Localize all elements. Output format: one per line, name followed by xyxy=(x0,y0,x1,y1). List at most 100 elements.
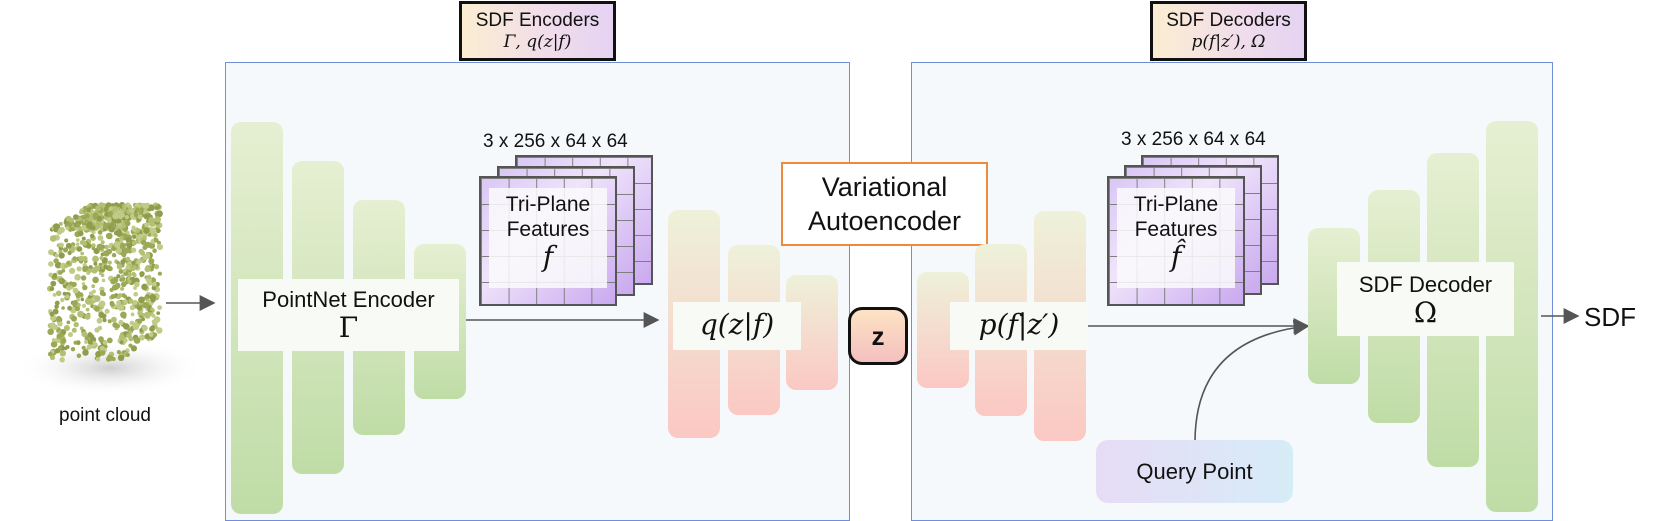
point-cloud-dot xyxy=(86,344,93,350)
point-cloud-dot xyxy=(116,350,121,355)
sdf-output-label: SDF xyxy=(1584,302,1636,332)
decoder-triplane-dims: 3 x 256 x 64 x 64 xyxy=(1121,129,1266,150)
point-cloud-dot xyxy=(77,310,84,318)
point-cloud-dot xyxy=(81,282,86,286)
point-cloud-dot xyxy=(80,297,85,302)
point-cloud-dot xyxy=(70,347,76,352)
point-cloud-dot xyxy=(124,299,128,304)
point-cloud-dot xyxy=(125,237,132,243)
point-cloud-dot xyxy=(92,255,99,263)
point-cloud-dot xyxy=(49,322,56,329)
encoder-triplane-line2: Features xyxy=(506,218,590,241)
point-cloud-dot xyxy=(157,271,162,276)
point-cloud-dot xyxy=(131,247,137,253)
point-cloud-dot xyxy=(60,337,67,344)
point-cloud-dot xyxy=(64,294,70,299)
point-cloud-dot xyxy=(157,305,163,310)
point-cloud-dot xyxy=(81,224,87,231)
point-cloud-dot xyxy=(82,303,86,308)
point-cloud-dot xyxy=(120,259,126,265)
point-cloud-dot xyxy=(72,287,79,294)
point-cloud-dot xyxy=(89,233,95,239)
decoder-triplane-line1: Tri-Plane xyxy=(1133,193,1219,216)
point-cloud-dot xyxy=(60,297,65,303)
point-cloud-dot xyxy=(84,213,90,219)
point-cloud-dot xyxy=(68,217,74,223)
point-cloud-dot xyxy=(107,319,112,324)
point-cloud-dot xyxy=(98,336,104,342)
point-cloud-dot xyxy=(149,294,157,301)
point-cloud-dot xyxy=(125,265,131,270)
point-cloud-dot xyxy=(118,334,125,341)
sdf-decoders-header: SDF Decoders p(f|z′), Ω xyxy=(1150,1,1307,61)
point-cloud-dot xyxy=(65,226,70,231)
point-cloud-dot xyxy=(92,276,99,284)
point-cloud-dot xyxy=(69,281,73,286)
point-cloud-dot xyxy=(153,325,158,330)
point-cloud-dot xyxy=(54,304,59,309)
point-cloud-dot xyxy=(52,293,57,297)
point-cloud-dot xyxy=(156,327,163,334)
point-cloud-dot xyxy=(71,301,76,306)
point-cloud-dot xyxy=(71,327,77,333)
point-cloud-dot xyxy=(58,278,63,283)
point-cloud-dot xyxy=(106,337,113,344)
point-cloud-dot xyxy=(119,242,126,249)
sdf-decoder-title: SDF Decoder xyxy=(1358,272,1493,297)
point-cloud-dot xyxy=(81,236,86,241)
pointnet-encoder-label: PointNet Encoder Γ xyxy=(238,279,459,351)
sdf-decoders-title: SDF Decoders xyxy=(1166,10,1291,31)
decoder-triplane-symbol: f̂ xyxy=(1170,240,1182,273)
point-cloud-dot xyxy=(96,206,102,211)
point-cloud-dot xyxy=(119,340,124,345)
point-cloud-dot xyxy=(77,230,84,237)
point-cloud-dot xyxy=(156,223,161,229)
point-cloud-dot xyxy=(130,345,137,352)
point-cloud-dot xyxy=(62,247,69,253)
point-cloud-dot xyxy=(103,264,108,270)
pointnet-encoder-symbol: Γ xyxy=(338,311,359,344)
point-cloud-dot xyxy=(54,300,60,306)
point-cloud-dot xyxy=(150,307,154,312)
point-cloud-dot xyxy=(85,307,90,312)
point-cloud-dot xyxy=(66,320,71,325)
point-cloud-dot xyxy=(140,239,147,246)
point-cloud-dot xyxy=(106,232,113,240)
encoder-triplane-symbol: f xyxy=(542,240,554,273)
point-cloud-dot xyxy=(76,297,81,302)
point-cloud-dot xyxy=(59,350,66,357)
point-cloud-dot xyxy=(58,221,63,226)
point-cloud-dot xyxy=(99,350,106,356)
point-cloud-dot xyxy=(140,258,145,263)
point-cloud-dot xyxy=(53,258,59,264)
point-cloud-dot xyxy=(102,340,108,345)
point-cloud-dot xyxy=(82,284,88,291)
point-cloud-dot xyxy=(93,295,101,302)
point-cloud-dot xyxy=(111,208,117,213)
point-cloud-dot xyxy=(110,294,116,300)
point-cloud-dot xyxy=(117,223,122,227)
point-cloud-dot xyxy=(47,351,53,357)
point-cloud-dot xyxy=(106,217,112,223)
point-cloud-dot xyxy=(54,253,59,258)
point-cloud-dot xyxy=(78,255,84,261)
point-cloud-dot xyxy=(131,227,137,232)
point-cloud-dot xyxy=(72,256,77,261)
point-cloud-dot xyxy=(144,253,151,259)
point-cloud-dot xyxy=(121,252,127,258)
point-cloud-dot xyxy=(76,238,80,242)
point-cloud-dot xyxy=(71,315,77,322)
encoder-triplane-label: Tri-Plane Features f xyxy=(489,188,607,288)
point-cloud-dot xyxy=(119,235,124,240)
point-cloud-dot xyxy=(79,240,85,245)
point-cloud-dot xyxy=(50,341,58,348)
point-cloud-dot xyxy=(91,230,96,234)
point-cloud-image xyxy=(15,202,205,396)
point-cloud-dot xyxy=(148,217,155,224)
point-cloud-dot xyxy=(58,270,63,275)
point-cloud-dot xyxy=(73,321,79,328)
point-cloud-dot xyxy=(120,222,127,229)
point-cloud-dot xyxy=(144,295,148,300)
point-cloud-dot xyxy=(104,244,109,250)
point-cloud-dot xyxy=(154,238,159,243)
